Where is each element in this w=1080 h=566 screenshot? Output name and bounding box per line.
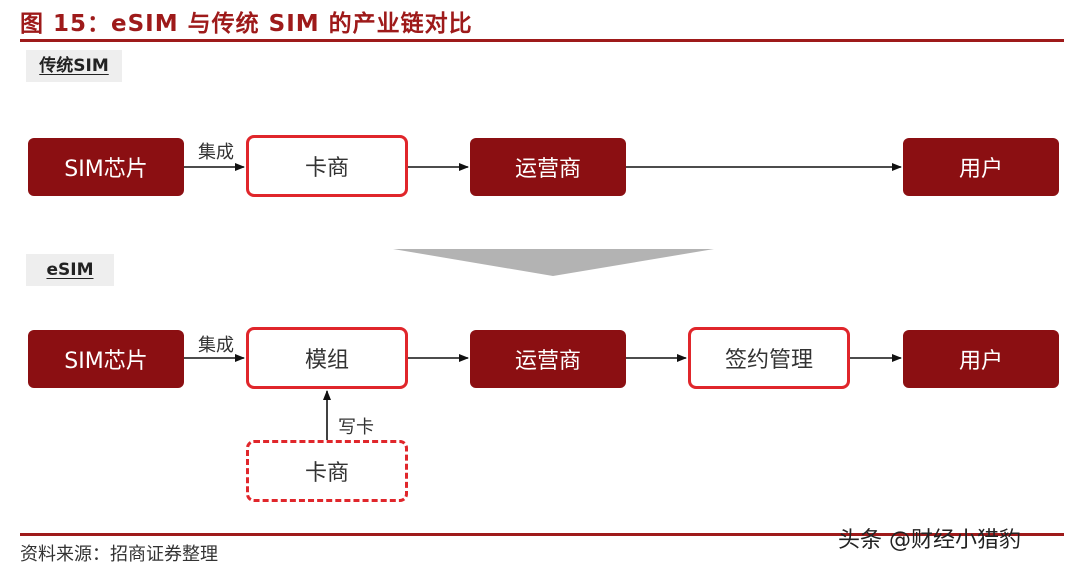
node-esim-user: 用户 <box>903 330 1059 388</box>
source-note: 资料来源：招商证券整理 <box>20 544 218 565</box>
section-label-traditional: 传统SIM <box>26 50 122 82</box>
node-trad-card-maker: 卡商 <box>246 135 408 197</box>
node-esim-module: 模组 <box>246 327 408 389</box>
node-trad-sim-chip: SIM芯片 <box>28 138 184 196</box>
title-divider <box>20 39 1064 42</box>
edge-label-trad-integrate: 集成 <box>198 142 234 163</box>
watermark: 头条 @财经小猎豹 <box>838 528 1021 553</box>
edge-label-esim-integrate: 集成 <box>198 335 234 356</box>
node-esim-operator: 运营商 <box>470 330 626 388</box>
node-trad-user: 用户 <box>903 138 1059 196</box>
node-esim-sim-chip: SIM芯片 <box>28 330 184 388</box>
node-trad-operator: 运营商 <box>470 138 626 196</box>
node-esim-card-maker: 卡商 <box>246 440 408 502</box>
node-esim-subscription: 签约管理 <box>688 327 850 389</box>
figure-title: 图 15：eSIM 与传统 SIM 的产业链对比 <box>20 11 473 37</box>
footer-divider <box>20 533 1064 536</box>
section-label-esim: eSIM <box>26 254 114 286</box>
transition-triangle <box>393 249 714 276</box>
edge-label-write-card: 写卡 <box>338 417 374 438</box>
